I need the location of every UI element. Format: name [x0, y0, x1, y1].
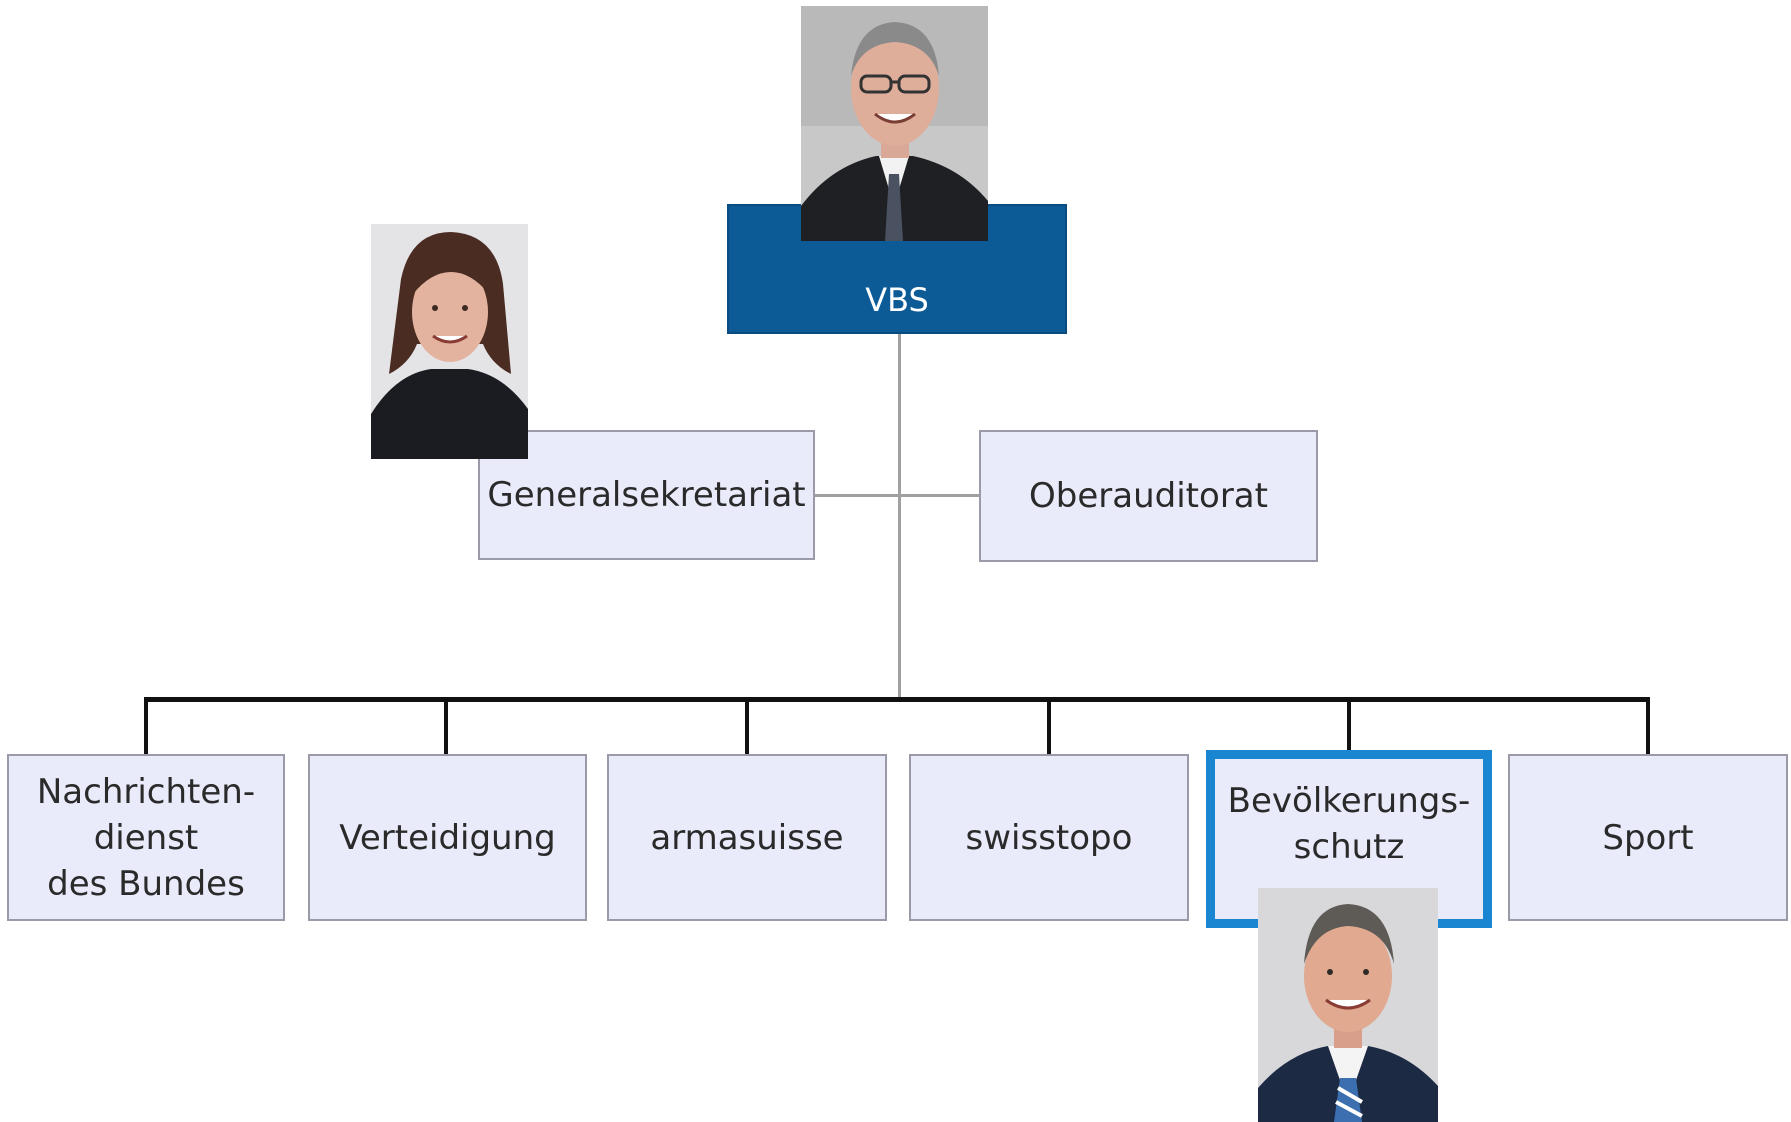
- node-verteidigung: Verteidigung: [308, 754, 587, 921]
- node-sport: Sport: [1508, 754, 1788, 921]
- node-generalsekretariat: Generalsekretariat: [478, 430, 815, 560]
- portrait-photo-generalsekretariat: [371, 224, 528, 459]
- connector-unit-6: [1646, 697, 1650, 755]
- node-nachrichtendienst: Nachrichten- dienst des Bundes: [7, 754, 285, 921]
- node-vbs-label: VBS: [865, 281, 929, 319]
- node-oberauditorat-label: Oberauditorat: [1029, 476, 1268, 516]
- node-swisstopo-label: swisstopo: [965, 817, 1133, 858]
- portrait-photo-bevoelkerungsschutz: [1258, 888, 1438, 1122]
- connector-unit-3: [745, 697, 749, 755]
- node-bevoelkerungsschutz-label: Bevölkerungs- schutz: [1227, 781, 1471, 867]
- node-swisstopo: swisstopo: [909, 754, 1189, 921]
- node-nachrichtendienst-label: Nachrichten- dienst des Bundes: [36, 771, 256, 904]
- connector-unit-5: [1347, 697, 1351, 755]
- node-verteidigung-label: Verteidigung: [339, 817, 556, 858]
- portrait-photo-vbs-head: [801, 6, 988, 241]
- connector-top-vertical: [898, 333, 901, 699]
- connector-unit-2: [444, 697, 448, 755]
- connector-staff-horizontal: [814, 494, 979, 497]
- node-oberauditorat: Oberauditorat: [979, 430, 1318, 562]
- node-armasuisse-label: armasuisse: [650, 817, 844, 858]
- connector-units-horizontal: [144, 697, 1649, 702]
- node-generalsekretariat-label: Generalsekretariat: [487, 475, 806, 515]
- connector-unit-1: [144, 697, 148, 755]
- node-armasuisse: armasuisse: [607, 754, 887, 921]
- connector-unit-4: [1047, 697, 1051, 755]
- node-sport-label: Sport: [1602, 817, 1694, 858]
